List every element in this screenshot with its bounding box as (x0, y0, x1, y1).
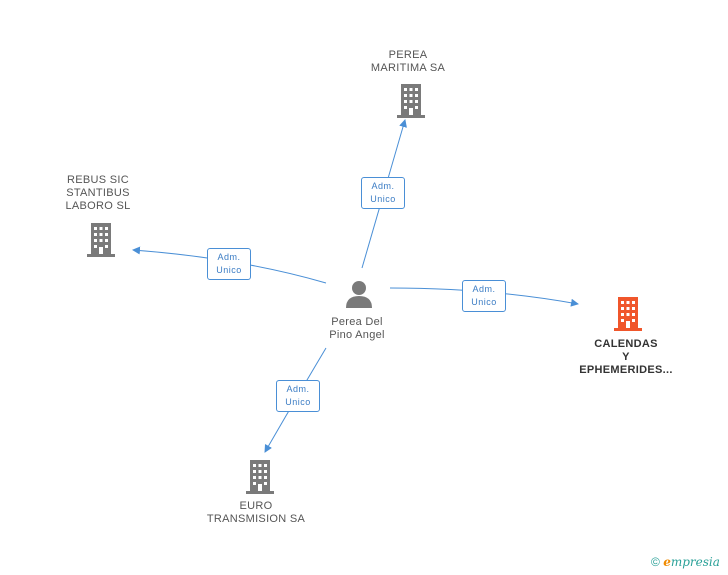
building-icon[interactable] (612, 297, 644, 331)
edge-label-line2: Unico (216, 265, 242, 275)
building-icon[interactable] (244, 460, 276, 494)
building-icon[interactable] (395, 84, 427, 118)
empresia-logo: empresia (663, 555, 720, 569)
edge-label-line2: Unico (370, 194, 396, 204)
building-icon[interactable] (85, 223, 117, 257)
edge-label-line2: Unico (471, 297, 497, 307)
edge-label-euro-transmision[interactable]: Adm. Unico (276, 380, 320, 412)
edge-label-rebus-sic[interactable]: Adm. Unico (207, 248, 251, 280)
edge-label-line1: Adm. (472, 284, 496, 294)
edge-label-line1: Adm. (286, 384, 310, 394)
edge-label-line1: Adm. (371, 181, 395, 191)
node-label-perea-del-pino[interactable]: Perea Del Pino Angel (329, 316, 385, 341)
person-icon[interactable] (344, 279, 374, 309)
node-label-calendas[interactable]: CALENDAS Y EPHEMERIDES... (579, 338, 673, 376)
empresia-watermark: © empresia (651, 555, 720, 569)
node-label-rebus-sic[interactable]: REBUS SIC STANTIBUS LABORO SL (65, 174, 131, 212)
copyright-icon: © (651, 555, 660, 569)
node-label-perea-maritima[interactable]: PEREA MARITIMA SA (370, 49, 446, 74)
node-label-euro-transmision[interactable]: EURO TRANSMISION SA (206, 500, 306, 525)
edge-label-perea-maritima[interactable]: Adm. Unico (361, 177, 405, 209)
edge-label-line1: Adm. (217, 252, 241, 262)
edge-label-calendas[interactable]: Adm. Unico (462, 280, 506, 312)
edge-label-line2: Unico (285, 397, 311, 407)
